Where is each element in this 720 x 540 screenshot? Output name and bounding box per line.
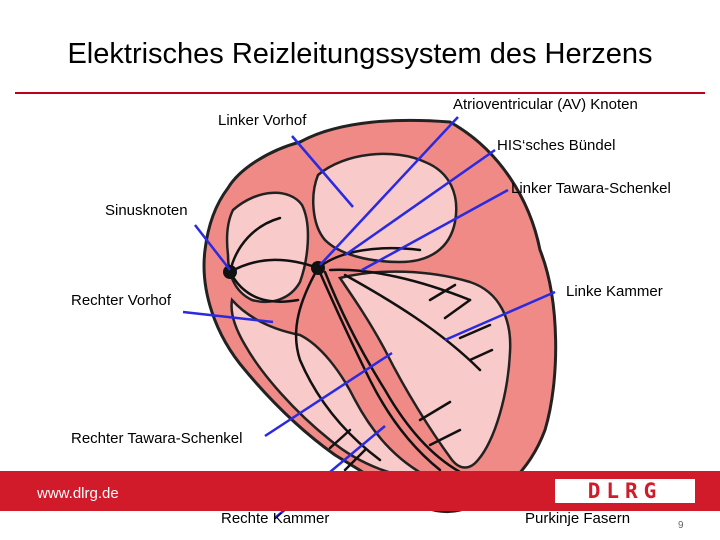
label-rechte-kammer: Rechte Kammer xyxy=(221,510,329,527)
footer-url[interactable]: www.dlrg.de xyxy=(37,485,119,502)
left-atrium-chamber xyxy=(313,154,456,262)
label-purkinje: Purkinje Fasern xyxy=(525,510,630,527)
sinus-node xyxy=(223,265,237,279)
label-linker-vorhof: Linker Vorhof xyxy=(218,112,306,129)
label-linker-tawara: Linker Tawara-Schenkel xyxy=(511,180,671,197)
label-rechter-tawara: Rechter Tawara-Schenkel xyxy=(71,430,242,447)
label-sinusknoten: Sinusknoten xyxy=(105,202,188,219)
label-linke-kammer: Linke Kammer xyxy=(566,283,663,300)
label-rechter-vorhof: Rechter Vorhof xyxy=(71,292,171,309)
page-number: 9 xyxy=(678,520,684,531)
dlrg-logo: DLRG xyxy=(555,479,695,503)
label-av-knoten: Atrioventricular (AV) Knoten xyxy=(453,96,638,113)
label-his-buendel: HIS‘sches Bündel xyxy=(497,137,615,154)
